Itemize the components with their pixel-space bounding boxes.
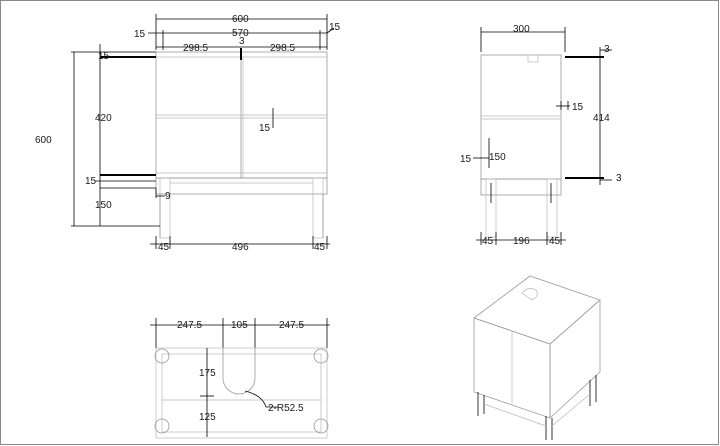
dim-plan-depth-a: 175 xyxy=(199,368,216,379)
dim-side-shelf-offset: 15 xyxy=(572,102,584,113)
dim-front-overall-width: 600 xyxy=(232,14,249,25)
side-view: 300 3 15 414 3 15 150 45 196 45 xyxy=(460,24,622,247)
dim-front-gap: 3 xyxy=(239,36,245,47)
dim-side-bottom-gap: 3 xyxy=(616,173,622,184)
dim-plan-radius: 2-R52.5 xyxy=(268,403,304,414)
isometric-view xyxy=(473,275,601,440)
dim-side-leg-right: 45 xyxy=(549,236,561,247)
dim-plan-cutout: 105 xyxy=(231,320,248,331)
front-leg-right xyxy=(312,177,324,239)
dim-front-leg-height: 150 xyxy=(95,200,112,211)
radius-leader xyxy=(244,390,278,408)
dim-side-back-offset: 15 xyxy=(460,154,472,165)
dim-side-leg-left: 45 xyxy=(482,236,494,247)
plan-view: 247.5 105 247.5 175 125 2-R52.5 xyxy=(150,318,330,439)
side-leg-right xyxy=(546,178,558,238)
dim-front-top-thickness: 15 xyxy=(98,51,110,62)
dim-front-bottom-thickness: 15 xyxy=(85,176,97,187)
dim-side-inner-height: 414 xyxy=(593,113,610,124)
dim-front-leg-spacing: 496 xyxy=(232,242,249,253)
iso-side xyxy=(549,299,601,419)
dim-front-carcass-height: 420 xyxy=(95,113,112,124)
dim-front-handle-offset: 15 xyxy=(259,123,271,134)
plan-frame xyxy=(155,347,328,439)
dim-plan-right: 247.5 xyxy=(279,320,304,331)
dim-front-door-right: 298.5 xyxy=(270,43,295,54)
dim-side-leg-height: 150 xyxy=(489,152,506,163)
front-leg-left xyxy=(159,177,171,239)
dim-side-depth: 300 xyxy=(513,24,530,35)
plan-cutout xyxy=(222,348,256,395)
dim-plan-depth-b: 125 xyxy=(199,412,216,423)
plan-leg-bl xyxy=(154,418,170,434)
dim-front-foot-offset: 9 xyxy=(165,191,171,202)
side-base-frame xyxy=(480,178,562,196)
side-leg-left xyxy=(485,178,497,238)
dim-plan-left: 247.5 xyxy=(177,320,202,331)
plan-leg-tr xyxy=(313,348,329,364)
dim-side-leg-spacing: 196 xyxy=(513,236,530,247)
dim-front-leg-width-right: 45 xyxy=(314,242,326,253)
dim-front-side-left: 15 xyxy=(134,29,146,40)
dim-front-inner-width: 570 xyxy=(232,28,249,39)
dim-side-top-gap: 3 xyxy=(604,44,610,55)
plan-leg-tl xyxy=(154,348,170,364)
dim-front-door-left: 298.5 xyxy=(183,43,208,54)
iso-top xyxy=(473,275,601,345)
front-view: 600 15 15 570 3 298.5 298.5 600 15 420 1… xyxy=(35,14,341,253)
front-base-frame xyxy=(155,177,328,195)
dim-front-side-right: 15 xyxy=(329,22,341,33)
dim-front-overall-height: 600 xyxy=(35,135,52,146)
plan-leg-br xyxy=(313,418,329,434)
dim-front-leg-width-left: 45 xyxy=(158,242,170,253)
